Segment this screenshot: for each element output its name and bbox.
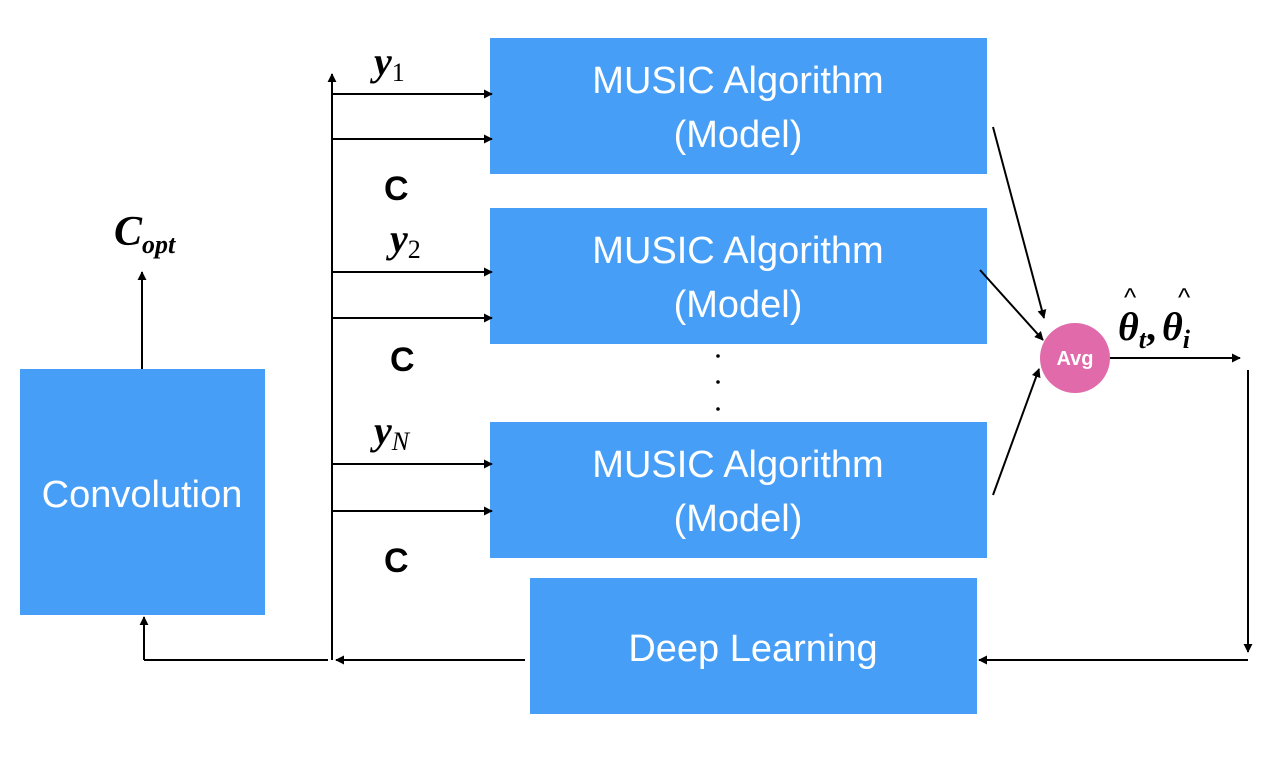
music-block-3-title: MUSIC Algorithm: [592, 444, 883, 486]
svg-text:^: ^: [1178, 282, 1191, 312]
svg-text:y2: y2: [386, 216, 421, 264]
avg-input-arrows: [979, 126, 1047, 496]
svg-text:^: ^: [1124, 282, 1137, 312]
label-c-1: C: [384, 170, 409, 208]
svg-text:θt,θi: θt,θi: [1118, 304, 1191, 354]
svg-text:yN: yN: [370, 408, 411, 456]
deep-learning-block: Deep Learning: [530, 578, 977, 714]
avg-node: Avg: [1040, 323, 1110, 393]
ellipsis-dots: [716, 354, 720, 411]
avg-label: Avg: [1056, 348, 1093, 370]
label-y1: y1: [370, 39, 405, 87]
feedback-path: [978, 370, 1253, 665]
label-yN: yN: [370, 408, 411, 456]
music-block-2-subtitle: (Model): [674, 284, 803, 326]
label-c-opt: Copt: [114, 209, 176, 259]
label-y2: y2: [386, 216, 421, 264]
label-c-3: C: [384, 542, 409, 580]
svg-text:Copt: Copt: [114, 209, 176, 259]
music-block-2: MUSIC Algorithm (Model): [490, 208, 987, 344]
theta-estimate-label: θt,θi ^ ^: [1118, 282, 1191, 354]
to-convolution-path: [139, 616, 328, 661]
music-block-3-subtitle: (Model): [674, 498, 803, 540]
music-block-1: MUSIC Algorithm (Model): [490, 38, 987, 174]
svg-text:y1: y1: [370, 39, 405, 87]
music-block-3: MUSIC Algorithm (Model): [490, 422, 987, 558]
music-block-1-title: MUSIC Algorithm: [592, 60, 883, 102]
label-c-2: C: [390, 341, 415, 379]
convolution-block: Convolution: [20, 369, 265, 615]
music-block-2-title: MUSIC Algorithm: [592, 230, 883, 272]
convolution-label: Convolution: [42, 474, 243, 516]
input-arrows: [332, 89, 493, 516]
deep-learning-label: Deep Learning: [628, 628, 877, 670]
music-block-1-subtitle: (Model): [674, 114, 803, 156]
